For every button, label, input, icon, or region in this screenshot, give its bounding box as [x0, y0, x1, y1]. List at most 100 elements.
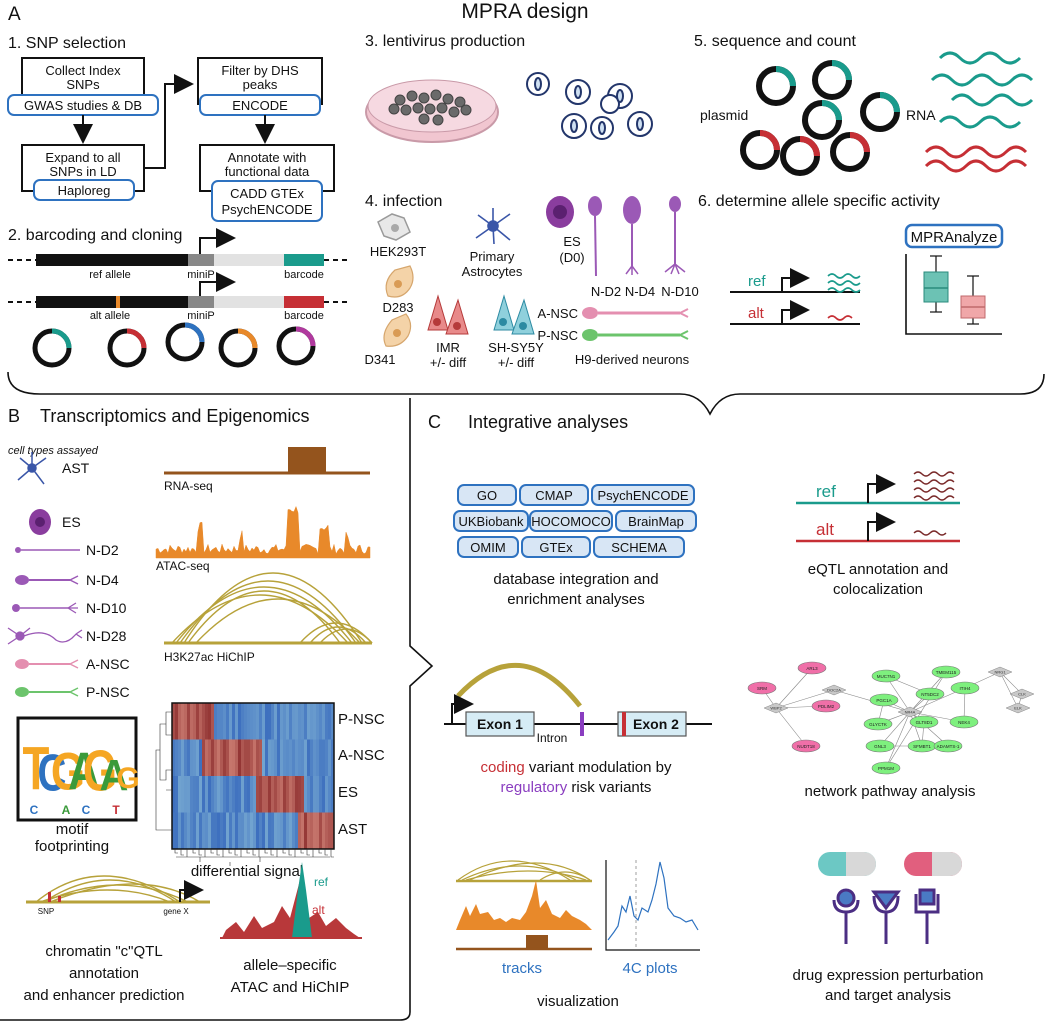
pnsc-label: P-NSC [538, 328, 578, 343]
database-grid: GO CMAP PsychENCODE UKBiobank HOCOMOCO B… [453, 484, 697, 558]
cqtl-schematic: SNP gene X chromatin "c"QTL annotation a… [24, 875, 210, 1004]
rna-reads [924, 51, 1034, 173]
nd2-label: N-D2 [591, 284, 621, 299]
mpranalyze-boxplot: MPRAnalyze [904, 223, 1004, 335]
encode-tag [199, 94, 321, 116]
diff-signal-label: differential signal [191, 863, 303, 880]
network-node-pink: ARL3 [797, 661, 827, 675]
svg-text:ITIH4: ITIH4 [959, 686, 970, 691]
as-ref-label: ref [314, 875, 329, 889]
nd10-icon [12, 602, 78, 614]
motif-label-1: motif [56, 821, 89, 838]
snp-flowchart: Collect Index SNPs GWAS studies & DB Exp… [7, 57, 335, 222]
celltype-nd28: N-D28 [86, 628, 127, 644]
barcode-label: barcode [284, 269, 324, 281]
neuron-nd2-icon [588, 196, 602, 277]
d283-label: D283 [382, 300, 413, 315]
neuron-nd4-icon [623, 196, 641, 275]
tracks-label: tracks [502, 960, 542, 977]
regulatory-variant-mark [580, 712, 584, 736]
network-node-green: ITIH4 [950, 681, 980, 695]
alt-snp-mark [116, 296, 120, 308]
svg-text:A: A [62, 803, 71, 817]
imr-cell-icon [427, 294, 469, 335]
alt-allele-label: alt allele [90, 310, 130, 322]
astro-label-2: Astrocytes [462, 264, 523, 279]
db-psychencode: PsychENCODE [597, 488, 688, 503]
plasmid-label: plasmid [700, 107, 748, 123]
minip-block [188, 254, 214, 266]
network-node-green: GNL3 [865, 739, 895, 753]
annotate-label-1: Annotate with [228, 150, 307, 165]
motif-label-2: footprinting [35, 838, 109, 855]
cqtl-label-1: chromatin "c"QTL [45, 943, 162, 960]
ansc-icon [15, 659, 79, 669]
imr-label-2: +/- diff [430, 355, 467, 370]
svg-text:coding variant modulation by: coding variant modulation by [481, 759, 672, 776]
network-node-grey: WBP2 [763, 702, 789, 714]
allele-specific-schematic: ref alt allele–specific ATAC and HiChIP [220, 862, 362, 996]
ansc-neuron-icon [582, 307, 689, 319]
svg-text:PGC1A: PGC1A [876, 698, 891, 703]
petri-dish-icon [365, 79, 499, 143]
s6-ref-label: ref [748, 273, 766, 290]
svg-text:G: G [51, 743, 85, 802]
coding-variant-mark [622, 712, 626, 736]
heatmap-row-ansc: A-NSC [338, 747, 385, 764]
celltype-ansc: A-NSC [86, 656, 130, 672]
viz-4c-plot: 4C plots [605, 860, 700, 977]
collect-label-2: SNPs [66, 77, 100, 92]
filter-label-2: peaks [243, 77, 278, 92]
expand-label-1: Expand to all [45, 150, 120, 165]
db-ukbiobank: UKBiobank [458, 514, 524, 529]
celltype-es: ES [62, 514, 81, 530]
svg-text:GNL3: GNL3 [874, 744, 886, 749]
svg-text:NT5DC2: NT5DC2 [921, 692, 939, 697]
s4-heading: 4. infection [365, 193, 442, 210]
d341-label: D341 [364, 352, 395, 367]
eqtl-ref-label: ref [816, 482, 836, 501]
psychencode-label: PsychENCODE [221, 202, 312, 217]
sh-label-2: +/- diff [498, 355, 535, 370]
snp-label: SNP [38, 907, 54, 916]
visualization-label: visualization [537, 993, 619, 1010]
network-diagram: SRMARL3PDLIM2NUDT18MUC7N1TMEM115PGC1ANT5… [747, 661, 1035, 800]
svg-text:SRM: SRM [757, 686, 767, 691]
celltype-nd4: N-D4 [86, 572, 119, 588]
panel-a-brace [7, 371, 1045, 416]
allele-activity-schematic: ref alt [730, 268, 861, 325]
db-gtex: GTEx [539, 540, 573, 555]
panel-c-title: Integrative analyses [468, 412, 628, 432]
eqtl-alt-label: alt [816, 520, 834, 539]
heatmap-row-ast: AST [338, 821, 367, 838]
network-node-green: GLYCTK [863, 717, 893, 731]
plasmid-library [32, 322, 316, 368]
panel-a-letter: A [8, 4, 21, 25]
es-label-1: ES [563, 234, 581, 249]
svg-text:NRG1: NRG1 [994, 670, 1006, 675]
nd10-label: N-D10 [661, 284, 699, 299]
h9-label: H9-derived neurons [575, 352, 690, 367]
s6-alt-label: alt [748, 305, 765, 322]
network-node-green: MUC7N1 [871, 669, 901, 683]
ansc-label: A-NSC [538, 306, 578, 321]
db-omim: OMIM [470, 540, 505, 555]
celltype-nd10: N-D10 [86, 600, 127, 616]
pnsc-neuron-icon [582, 329, 689, 341]
astrocyte-icon [475, 208, 511, 245]
svg-text:NEK4: NEK4 [958, 720, 970, 725]
virus-particles-icon [526, 72, 653, 140]
ref-allele-block [36, 254, 188, 266]
rnaseq-track: RNA-seq [164, 447, 370, 493]
astro-label-1: Primary [470, 249, 515, 264]
s6-heading: 6. determine allele specific activity [698, 193, 940, 210]
barcode-block [284, 254, 324, 266]
network-node-green: TMEM115 [931, 665, 961, 679]
as-alt-label: alt [312, 903, 325, 917]
cqtl-label-3: and enhancer prediction [24, 987, 185, 1004]
cqtl-label-2: annotation [69, 965, 139, 982]
celltype-pnsc: P-NSC [86, 684, 130, 700]
atacseq-label: ATAC-seq [156, 559, 210, 573]
panel-c-brace [0, 398, 434, 1021]
